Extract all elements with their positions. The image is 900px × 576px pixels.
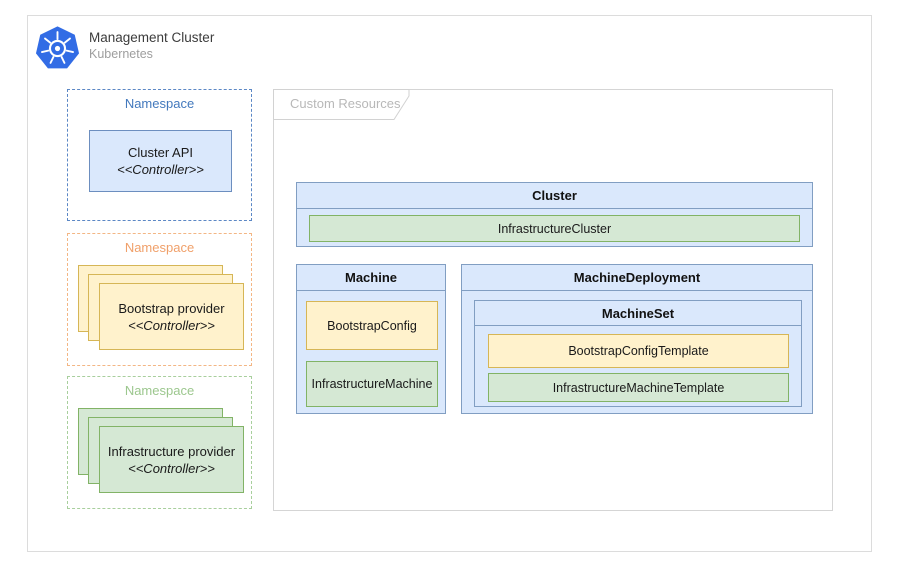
cluster-api-controller-node: Cluster API <<Controller>>: [89, 130, 232, 192]
cluster-resource-box: Cluster InfrastructureCluster: [296, 182, 813, 247]
management-cluster-card: Management Cluster Kubernetes Namespace …: [27, 15, 872, 552]
namespace-label: Namespace: [124, 96, 195, 111]
machine-set-resource-box: MachineSet BootstrapConfigTemplate Infra…: [474, 300, 802, 407]
custom-resources-package: Custom Resources Cluster InfrastructureC…: [273, 89, 833, 511]
node-stereotype: <<Controller>>: [128, 317, 215, 333]
bootstrap-config-node: BootstrapConfig: [306, 301, 438, 350]
machine-resource-title: Machine: [297, 265, 445, 291]
namespace-bootstrap-provider: Namespace Bootstrap provider <<Controlle…: [67, 233, 252, 366]
page-subtitle: Kubernetes: [89, 47, 153, 61]
bootstrap-provider-controller-node: Bootstrap provider <<Controller>>: [99, 283, 244, 350]
namespace-label: Namespace: [124, 240, 195, 255]
infrastructure-cluster-node: InfrastructureCluster: [309, 215, 800, 242]
infrastructure-machine-template-node: InfrastructureMachineTemplate: [488, 373, 789, 402]
machine-set-title: MachineSet: [475, 301, 801, 326]
namespace-label: Namespace: [124, 383, 195, 398]
machine-deployment-title: MachineDeployment: [462, 265, 812, 291]
node-stereotype: <<Controller>>: [117, 162, 204, 177]
package-tab-shape: [273, 89, 410, 120]
infrastructure-machine-node: InfrastructureMachine: [306, 361, 438, 407]
node-title: Cluster API: [127, 145, 194, 160]
kubernetes-logo-icon: [35, 26, 80, 69]
infrastructure-provider-controller-node: Infrastructure provider <<Controller>>: [99, 426, 244, 493]
machine-deployment-resource-box: MachineDeployment MachineSet BootstrapCo…: [461, 264, 813, 414]
package-tab-label: Custom Resources: [290, 96, 401, 111]
namespace-cluster-api: Namespace Cluster API <<Controller>>: [67, 89, 252, 221]
namespace-infrastructure-provider: Namespace Infrastructure provider <<Cont…: [67, 376, 252, 509]
bootstrap-config-template-node: BootstrapConfigTemplate: [488, 334, 789, 368]
node-title: Infrastructure provider: [107, 443, 236, 459]
node-title: Bootstrap provider: [118, 300, 225, 316]
page-title: Management Cluster: [89, 30, 215, 45]
machine-resource-box: Machine BootstrapConfig InfrastructureMa…: [296, 264, 446, 414]
cluster-resource-title: Cluster: [297, 183, 812, 209]
node-stereotype: <<Controller>>: [128, 460, 215, 476]
